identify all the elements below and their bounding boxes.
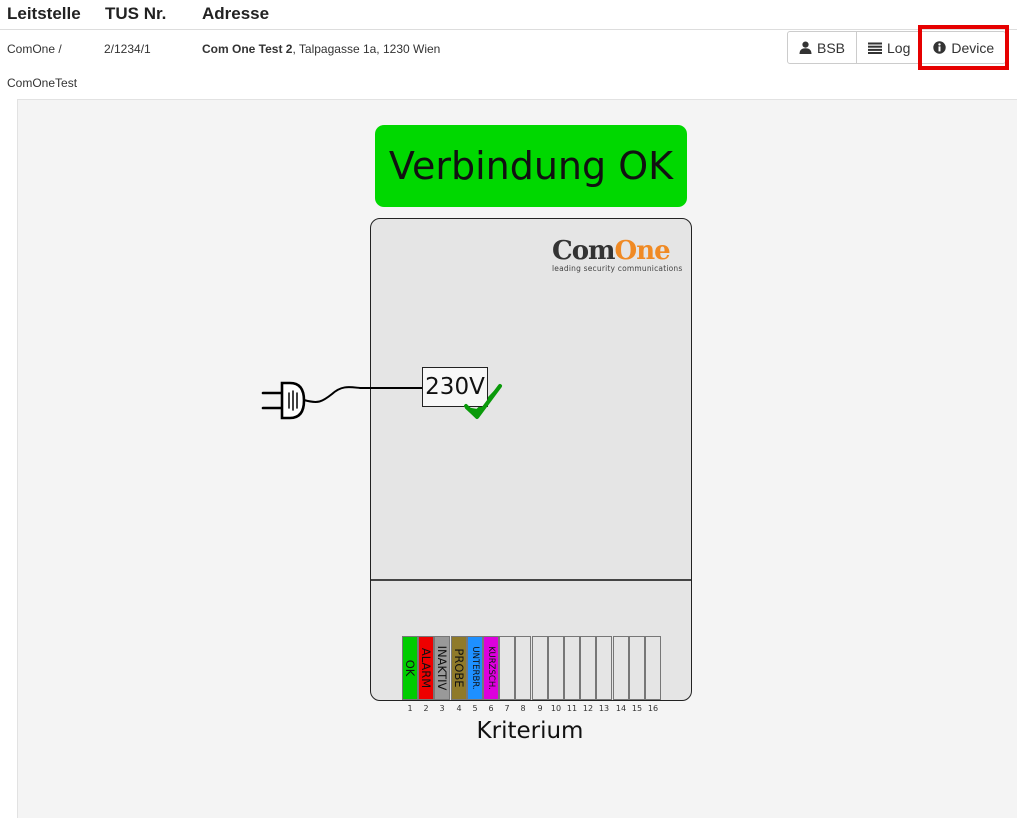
terminal-number: 4	[456, 704, 462, 713]
comone-logo: ComOne leading security communications	[552, 236, 683, 273]
device-divider	[371, 579, 691, 581]
terminal-slot	[629, 636, 645, 700]
terminal-number: 11	[566, 704, 578, 713]
terminal-slot	[548, 636, 564, 700]
terminal-slot	[532, 636, 548, 700]
tus-nr-value: 2/1234/1	[104, 42, 151, 56]
terminal-slot	[645, 636, 661, 700]
header-divider	[0, 29, 1017, 30]
address-name: Com One Test 2	[202, 42, 293, 56]
terminal-number: 3	[439, 704, 445, 713]
user-icon	[799, 41, 812, 54]
power-status-box: 230V	[422, 367, 488, 407]
device-housing	[370, 218, 692, 701]
terminal-number: 5	[472, 704, 478, 713]
terminal-number: 7	[504, 704, 510, 713]
power-label: 230V	[425, 374, 485, 400]
device-button[interactable]: Device	[921, 31, 1007, 64]
terminal-label: OK	[403, 659, 417, 677]
logo-one: One	[614, 236, 671, 266]
terminal-slot: PROBE	[451, 636, 467, 700]
terminal-slot	[499, 636, 515, 700]
info-circle-icon	[933, 41, 947, 54]
logo-tagline: leading security communications	[552, 264, 683, 273]
terminal-number: 2	[423, 704, 429, 713]
device-button-label: Device	[951, 39, 995, 56]
bsb-button[interactable]: BSB	[787, 31, 858, 64]
terminal-slot	[564, 636, 580, 700]
terminal-slot: UNTERBR.	[467, 636, 483, 700]
terminal-slot: ALARM	[418, 636, 434, 700]
terminal-slot	[613, 636, 629, 700]
terminal-slot: INAKTIV	[434, 636, 450, 700]
terminal-label: INAKTIV	[435, 645, 449, 691]
header-tus-nr: TUS Nr.	[105, 4, 167, 23]
bsb-button-label: BSB	[817, 39, 846, 56]
terminal-number: 13	[598, 704, 610, 713]
leitstelle-line2: ComOneTest	[7, 76, 78, 90]
list-icon	[868, 42, 883, 54]
terminal-slot	[580, 636, 596, 700]
terminal-label: PROBE	[452, 648, 466, 688]
header-leitstelle: Leitstelle	[7, 4, 81, 23]
terminal-number: 16	[647, 704, 659, 713]
logo-wordmark: ComOne	[552, 236, 676, 266]
action-button-group: BSB Log Device	[787, 31, 1007, 64]
terminal-label: ALARM	[419, 647, 433, 689]
address-value: Com One Test 2, Talpagasse 1a, 1230 Wien	[202, 42, 440, 56]
address-rest: , Talpagasse 1a, 1230 Wien	[292, 42, 441, 56]
terminal-number: 9	[537, 704, 543, 713]
terminal-label: UNTERBR.	[470, 646, 480, 690]
terminal-slot	[515, 636, 531, 700]
terminal-number: 10	[550, 704, 562, 713]
logo-com: Com	[552, 236, 616, 266]
log-button-label: Log	[887, 39, 911, 56]
leitstelle-line1: ComOne /	[7, 42, 62, 56]
terminal-number: 8	[520, 704, 526, 713]
device-button-highlight	[918, 25, 1009, 70]
header-adresse: Adresse	[202, 4, 270, 23]
terminal-number: 12	[582, 704, 594, 713]
terminal-slot: KURZSCH.	[483, 636, 499, 700]
terminal-number: 15	[631, 704, 643, 713]
terminal-slot	[596, 636, 612, 700]
terminal-slot: OK	[402, 636, 418, 700]
kriterium-label: Kriterium	[476, 718, 584, 744]
terminal-number: 1	[407, 704, 413, 713]
terminal-number: 14	[615, 704, 627, 713]
log-button[interactable]: Log	[856, 31, 923, 64]
terminal-number: 6	[488, 704, 494, 713]
terminal-label: KURZSCH.	[486, 646, 496, 690]
connection-status-banner: Verbindung OK	[375, 125, 687, 207]
